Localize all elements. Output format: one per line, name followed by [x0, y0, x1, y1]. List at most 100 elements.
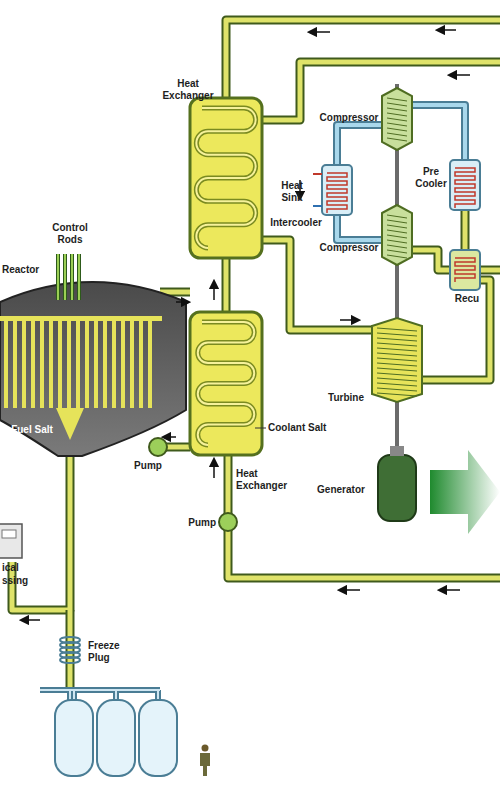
blade — [387, 103, 407, 106]
fuel-channel — [94, 318, 98, 408]
flow-arrow — [24, 619, 40, 621]
blade — [377, 388, 417, 391]
part-label: Coolant Salt — [268, 422, 338, 434]
fuel-salt-funnel — [56, 408, 84, 440]
flow-arrow — [342, 589, 360, 591]
control-rod — [77, 254, 81, 300]
blade — [377, 343, 417, 346]
pipe — [337, 215, 382, 240]
blade — [377, 383, 417, 386]
flow-arrow — [442, 589, 460, 591]
part-label: Reactor — [2, 264, 62, 276]
blade — [377, 333, 417, 336]
blade — [377, 353, 417, 356]
person — [200, 753, 210, 776]
part-label: Pump — [172, 517, 216, 529]
blade — [387, 98, 407, 101]
control-rod — [71, 254, 73, 300]
pipe — [68, 610, 73, 690]
pump — [149, 438, 167, 456]
part-label: Compressor — [318, 112, 380, 124]
exchanger-coil — [198, 322, 254, 445]
pipe-outline — [461, 210, 470, 250]
pipe-outline — [422, 280, 490, 380]
blade — [377, 358, 417, 361]
blade — [387, 123, 407, 126]
fuel-channel — [139, 318, 143, 408]
blade — [387, 108, 407, 111]
pipe — [463, 210, 468, 250]
drain-tank — [55, 700, 93, 776]
drain-tank — [139, 700, 177, 776]
exchanger-coil — [196, 108, 255, 248]
flow-arrow — [213, 462, 215, 478]
control-rod — [70, 254, 74, 300]
part-label: ical — [2, 562, 42, 574]
pipe-outline — [412, 105, 465, 160]
blade — [377, 368, 417, 371]
control-rod — [57, 254, 59, 300]
pipe — [480, 268, 500, 273]
fuel-channel — [58, 318, 62, 408]
flow-arrow — [166, 436, 176, 438]
blade — [387, 245, 407, 248]
panel — [2, 530, 16, 538]
blade — [387, 220, 407, 223]
pre-cooler — [450, 160, 480, 210]
freeze-plug-coil — [60, 657, 80, 663]
fuel-channel — [40, 318, 44, 408]
part-label: Control Rods — [42, 222, 98, 246]
flow-arrow — [440, 29, 456, 31]
flow-arrow — [452, 74, 470, 76]
control-rod — [63, 254, 67, 300]
flow-arrow — [213, 284, 215, 300]
pipe-outline — [480, 266, 500, 275]
cooler-coil — [455, 258, 475, 282]
fuel-channel — [13, 318, 17, 408]
intercooler — [322, 165, 352, 215]
blade — [377, 378, 417, 381]
fuel-channel — [85, 318, 89, 408]
heat-exchanger — [190, 312, 262, 455]
pipe — [262, 240, 372, 330]
flow-arrow — [340, 319, 356, 321]
compressor — [382, 205, 412, 265]
fuel-channel — [31, 318, 35, 408]
fuel-channel — [112, 318, 116, 408]
control-rod — [56, 254, 60, 300]
blade — [387, 255, 407, 258]
fuel-channel — [76, 318, 80, 408]
part-label: Generator — [308, 484, 374, 496]
generator — [378, 455, 416, 521]
blade — [377, 338, 417, 341]
pipe — [412, 105, 465, 160]
blade — [387, 113, 407, 116]
pipe — [337, 125, 382, 165]
part-label: Pump — [128, 460, 168, 472]
fuel-channel — [130, 318, 134, 408]
control-rod — [78, 254, 80, 300]
leader-line — [255, 428, 266, 429]
exchanger-coil — [196, 108, 255, 248]
pipe — [422, 280, 490, 380]
flow-arrow — [312, 31, 330, 33]
fuel-channel — [148, 318, 152, 408]
part-label: Heat Sink — [272, 180, 312, 204]
control-rod — [64, 254, 66, 300]
flow-arrow — [176, 301, 186, 303]
person — [202, 745, 209, 752]
blade — [387, 118, 407, 121]
blade — [387, 235, 407, 238]
pipe-outline — [337, 125, 382, 165]
pipe — [412, 250, 450, 270]
reactor-vessel — [0, 282, 186, 456]
pipe-outline — [262, 240, 372, 330]
part-label: Fuel Salt — [6, 424, 58, 436]
pipe-outline — [66, 610, 75, 690]
pipe-outline — [40, 690, 160, 700]
pipe-outline — [222, 258, 231, 312]
blade — [387, 240, 407, 243]
fuel-channel — [103, 318, 107, 408]
cooler-coil — [455, 168, 475, 208]
